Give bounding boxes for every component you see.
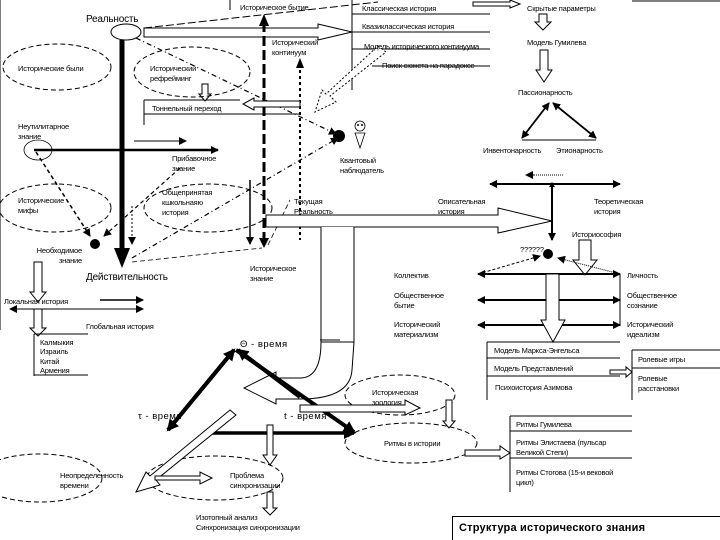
node-social-being: Общественное бытие (394, 291, 444, 310)
country-item: Армения (40, 366, 70, 375)
node-reality: Реальность (86, 14, 139, 25)
dashed-line-top (143, 1, 379, 29)
node-theta-time: Θ - время (240, 339, 288, 350)
node-necessary-knowledge: Необходимое знание (36, 246, 83, 265)
node-historiosophy: Историософия (572, 230, 622, 239)
node-local-history: Локальная история (4, 297, 68, 306)
country-item: Израиль (40, 347, 69, 356)
model-item: Психоистория Азимова (495, 383, 573, 392)
node-surplus-knowledge: Прибавочное знание (172, 154, 217, 173)
to-models-arrow (540, 273, 566, 344)
node-sync-problem: Проблема синхронизации (230, 471, 281, 490)
node-rhythms-in-history: Ритмы в истории (384, 439, 441, 448)
history-type-item: Классическая история (362, 4, 437, 13)
role-item: Ролевые игры (638, 355, 685, 364)
classic-history-arrow (143, 23, 353, 41)
diagram-title-box: Структура исторического знания (452, 516, 720, 540)
observer-icon (354, 120, 366, 150)
node-tau-time: τ - время (138, 411, 182, 422)
gumilev-model: Модель Гумилева (527, 38, 587, 47)
node-historical-myths: Исторические мифы (18, 196, 65, 215)
node-social-consciousness: Общественное сознание (627, 291, 677, 310)
country-item: Калмыкия (40, 338, 74, 347)
node-historical-zoology: Историческая зоология (372, 388, 419, 407)
historiosophy-arrow (571, 239, 599, 276)
history-type-item: Квазиклассическая история (362, 22, 455, 31)
node-personality: Личность (627, 271, 658, 280)
node-global-history: Глобальная история (86, 322, 154, 331)
dashed-ellipses (0, 43, 478, 503)
rhythm-item: Ритмы Стогова (15-и вековой цикл) (516, 468, 614, 487)
node-historical-tales: Исторические были (18, 64, 84, 73)
node-sync-of-sync: Синхронизация синхронизации (196, 523, 300, 532)
gumilev-ethnonarity: Этионарность (556, 146, 603, 155)
quantum-observer-dot (333, 130, 345, 142)
necessary-knowledge-dot (90, 239, 100, 249)
continuum-model-arrow (314, 45, 387, 113)
node-historical-knowledge: Историческое знание (250, 264, 297, 283)
node-theoretical-history: Теоретическая история (594, 197, 644, 216)
node-collective: Коллектив (394, 271, 429, 280)
gumilev-passionarity: Пассионарность (518, 88, 573, 97)
gumilev-hidden-params: Скрытые параметры (527, 4, 596, 13)
node-uncertainty-of-time: Неопределенность времени (60, 471, 124, 490)
node-historical-idealism: Исторический идеализм (627, 320, 674, 339)
tunnel-arrow (241, 97, 301, 111)
node-historical-reframing: Исторический рефрейминг (150, 64, 197, 83)
country-item: Китай (40, 357, 60, 366)
model-item: Модель Маркса-Энгельса (494, 346, 580, 355)
role-item: Ролевые расстановки (638, 374, 679, 393)
node-actuality: Действительность (86, 272, 168, 283)
node-current-reality: Текущая Реальность (294, 197, 333, 216)
history-type-item: Модель исторического континуума (364, 42, 480, 51)
node-question-marks: ?????? (520, 245, 544, 254)
node-common-school-history: Общепринятая кшкольнаяю история (162, 188, 213, 217)
diagram-title: Структура исторического знания (459, 522, 646, 534)
descriptive-history-arrow (265, 207, 553, 234)
question-dot (543, 249, 553, 259)
history-type-item: Поиск сюжета на парадоксе (382, 61, 475, 70)
node-t-time: t - время (284, 411, 327, 422)
node-tunnel-transition: Тоннельный переход (152, 104, 222, 113)
node-historical-materialism: Исторический материализм (394, 320, 441, 339)
model-item: Модель Представлений (494, 364, 574, 373)
node-historical-being: Историческое бытие (240, 3, 309, 12)
node-quantum-observer: Квантовый наблюдатель (340, 156, 384, 175)
node-historical-continuum: Исторический континуум (272, 38, 319, 57)
rhythm-item: Ритмы Элистаева (пульсар Великой Степи) (516, 438, 607, 457)
node-non-utilitarian-knowledge: Неутилитарное знание (18, 122, 70, 141)
reality-ellipse (110, 23, 142, 41)
node-isotope-analysis: Изотопный анализ (196, 513, 258, 522)
bent-time-arrow (242, 227, 355, 405)
hidden-params-arrow (472, 0, 522, 9)
rhythm-item: Ритмы Гумилева (516, 420, 572, 429)
gumilev-inventionarity: Инвентонарность (483, 146, 542, 155)
node-descriptive-history: Описательная история (438, 197, 486, 216)
